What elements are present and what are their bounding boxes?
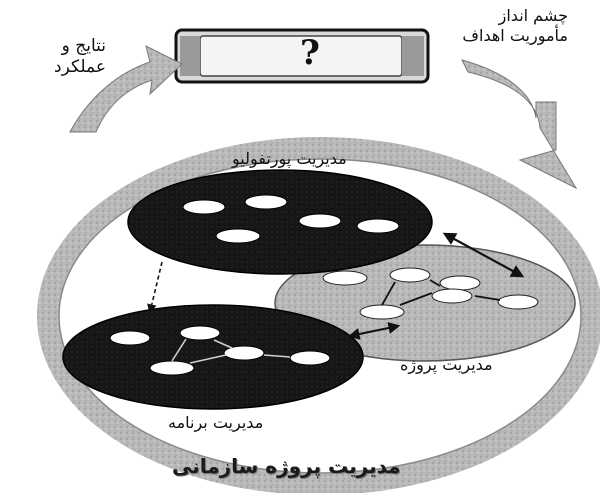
results-label-line-1: نتایج و (6, 36, 106, 57)
project-node (323, 271, 367, 285)
portfolio-node (183, 200, 225, 214)
question-box-right-cap (402, 36, 424, 76)
portfolio-node (245, 195, 287, 209)
vision-label-line-2: مأموریت اهداف (448, 26, 568, 46)
vision-mission-label: چشم انداز مأموریت اهداف (448, 6, 568, 46)
project-management-label: مدیریت پروژه (400, 355, 493, 375)
project-node (440, 276, 480, 290)
project-node (390, 268, 430, 282)
question-box-left-cap (180, 36, 200, 76)
vision-label-line-1: چشم انداز (448, 6, 568, 26)
portfolio-node (216, 229, 260, 243)
program-node (290, 351, 330, 365)
portfolio-to-program-arrow (150, 262, 162, 312)
program-node (110, 331, 150, 345)
question-mark: ? (300, 33, 320, 73)
project-node (498, 295, 538, 309)
results-performance-label: نتایج و عملکرد (6, 36, 106, 79)
organizational-project-management-label: مدیریت پروژه سازمانی (172, 454, 401, 479)
portfolio-node (299, 214, 341, 228)
results-label-line-2: عملکرد (6, 57, 106, 78)
project-node (360, 305, 404, 319)
portfolio-management-label: مدیریت پورتفولیو (232, 149, 347, 169)
project-node (432, 289, 472, 303)
program-management-label: مدیریت برنامه (168, 413, 263, 433)
program-node (180, 326, 220, 340)
program-node (150, 361, 194, 375)
program-node (224, 346, 264, 360)
portfolio-node (357, 219, 399, 233)
